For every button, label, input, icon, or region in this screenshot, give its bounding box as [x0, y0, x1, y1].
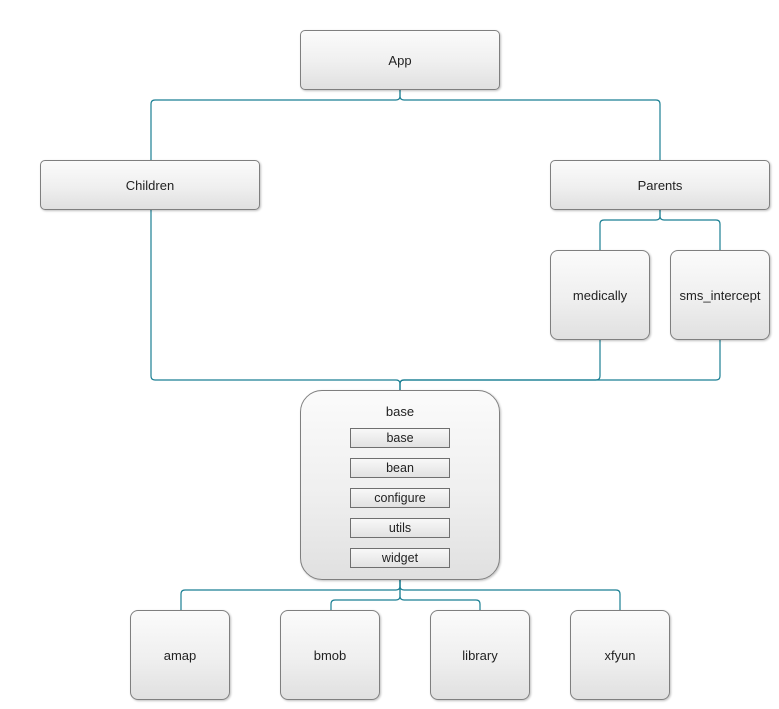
parents-label: Parents [637, 177, 683, 193]
parents-node: Parents [550, 160, 770, 210]
library-label: library [462, 647, 498, 663]
base-package-widget: widget [350, 548, 450, 568]
connector-app-to-children [150, 90, 401, 160]
children-label: Children [125, 177, 175, 193]
base-package-base: base [350, 428, 450, 448]
connector-children-to-base [150, 210, 401, 390]
base-module-node: base base bean configure utils widget [300, 390, 500, 580]
base-module-title: base [385, 404, 415, 419]
connector-parents-to-sms-intercept [659, 210, 721, 250]
connector-base-to-library [399, 580, 481, 610]
medically-label: medically [572, 287, 628, 303]
connector-medically-to-base [399, 340, 601, 390]
amap-label: amap [163, 647, 197, 663]
app-label: App [388, 52, 412, 68]
sms-intercept-node: sms_intercept [670, 250, 770, 340]
base-package-configure: configure [350, 488, 450, 508]
connector-base-to-xfyun [399, 580, 621, 610]
app-node: App [300, 30, 500, 90]
connector-sms-intercept-to-base [399, 340, 721, 390]
children-node: Children [40, 160, 260, 210]
base-package-bean: bean [350, 458, 450, 478]
bmob-label: bmob [313, 647, 347, 663]
bmob-node: bmob [280, 610, 380, 700]
connector-parents-to-medically [599, 210, 661, 250]
sms-intercept-label: sms_intercept [679, 287, 761, 303]
connector-base-to-amap [180, 580, 401, 610]
base-package-utils: utils [350, 518, 450, 538]
amap-node: amap [130, 610, 230, 700]
library-node: library [430, 610, 530, 700]
xfyun-label: xfyun [604, 647, 636, 663]
connector-base-to-bmob [330, 580, 401, 610]
xfyun-node: xfyun [570, 610, 670, 700]
connector-app-to-parents [399, 90, 661, 160]
medically-node: medically [550, 250, 650, 340]
